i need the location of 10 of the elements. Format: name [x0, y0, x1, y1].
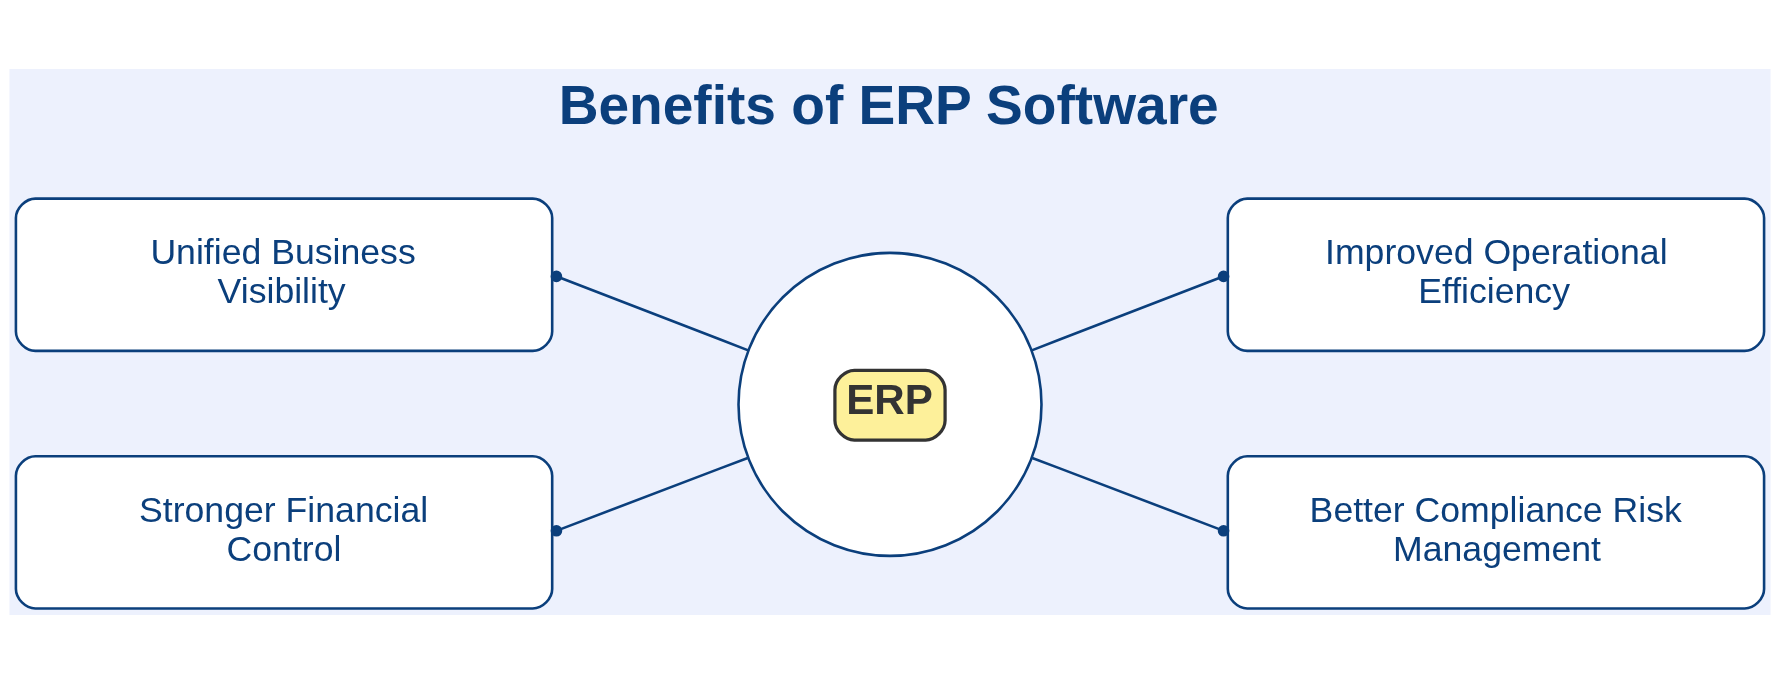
diagram-title: Benefits of ERP Software: [558, 74, 1219, 137]
node-box: Stronger Financial Control: [14, 454, 554, 610]
connector: [550, 456, 749, 537]
connector: [1031, 456, 1230, 537]
node-box: Unified Business Visibility: [14, 197, 554, 353]
node-box: Improved Operational Efficiency: [1226, 197, 1766, 353]
node-circle: ERP: [737, 251, 1043, 558]
connector: [1031, 270, 1230, 352]
node-box: Better Compliance Risk Management: [1226, 454, 1766, 610]
connector: [550, 270, 749, 352]
